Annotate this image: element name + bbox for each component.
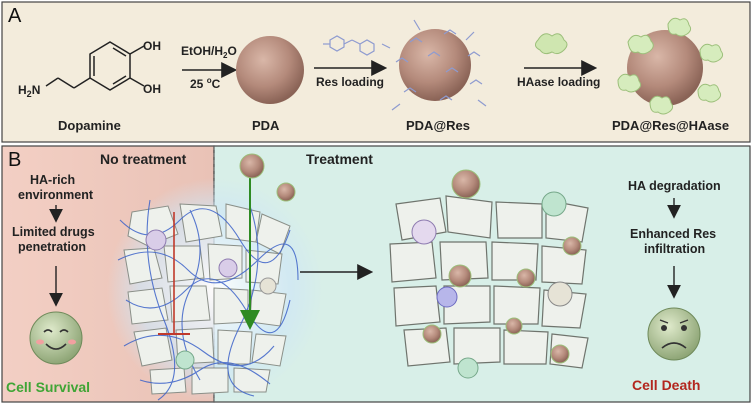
amine-subscript: 2: [27, 89, 32, 99]
left-step-1: HA-rich: [30, 173, 75, 187]
step3-label: HAase loading: [517, 75, 600, 89]
hydroxyl-bottom-label: OH: [143, 82, 161, 96]
step2-label: Res loading: [316, 75, 384, 89]
panel-b: B No treatment Treatment HA-rich environ…: [1, 145, 751, 403]
amine-label: H2N: [18, 83, 40, 99]
amine-n: N: [32, 83, 41, 97]
pda-res-nanoparticle: [399, 29, 471, 101]
pda-res-label: PDA@Res: [406, 118, 470, 133]
cell-survival-label: Cell Survival: [6, 379, 90, 395]
dopamine-label: Dopamine: [58, 118, 121, 133]
panel-b-letter: B: [8, 149, 21, 171]
panel-a-letter: A: [8, 5, 22, 27]
step1-solvent: EtOH/H2O: [181, 44, 237, 60]
step1-temp-degree: o: [207, 76, 212, 85]
haase-decorations: [617, 17, 724, 115]
no-treatment-label: No treatment: [100, 151, 187, 167]
left-step-3: Limited drugs: [12, 225, 95, 239]
step1-solvent-o: O: [227, 44, 236, 58]
step1-temp-value: 25: [190, 77, 207, 91]
right-step-1: HA degradation: [628, 179, 721, 193]
haase-enzyme-icon: [534, 33, 568, 55]
sad-cell-icon: [647, 307, 701, 361]
immune-cells-left: [145, 229, 277, 370]
panel-a: A OH OH H2N Dopamine EtOH/H2O 25 oC PDA: [1, 1, 751, 143]
incoming-nanoparticle-2: [276, 182, 296, 202]
immune-cells-right: [411, 191, 573, 379]
step1-solvent-sub: 2: [223, 51, 228, 60]
res-decorations: [381, 19, 487, 111]
incoming-nanoparticle-1: [239, 153, 265, 179]
nanoparticles-in-tissue: [422, 169, 582, 364]
pda-nanoparticle: [236, 36, 304, 104]
step1-temperature: 25 oC: [190, 76, 221, 91]
res-molecule-icon: [323, 35, 375, 56]
pda-res-haase-label: PDA@Res@HAase: [612, 118, 729, 133]
step1-temp-unit: C: [212, 77, 221, 91]
left-step-4: penetration: [18, 240, 86, 254]
dopamine-structure: [45, 41, 145, 91]
right-step-3: infiltration: [644, 242, 705, 256]
step1-solvent-text: EtOH/H: [181, 44, 223, 58]
amine-h: H: [18, 83, 27, 97]
left-step-2: environment: [18, 188, 94, 202]
hydroxyl-top-label: OH: [143, 39, 161, 53]
happy-cell-icon: [29, 311, 83, 365]
right-step-2: Enhanced Res: [630, 227, 716, 241]
treatment-label: Treatment: [306, 151, 373, 167]
pda-label: PDA: [252, 118, 280, 133]
cell-death-label: Cell Death: [632, 377, 700, 393]
